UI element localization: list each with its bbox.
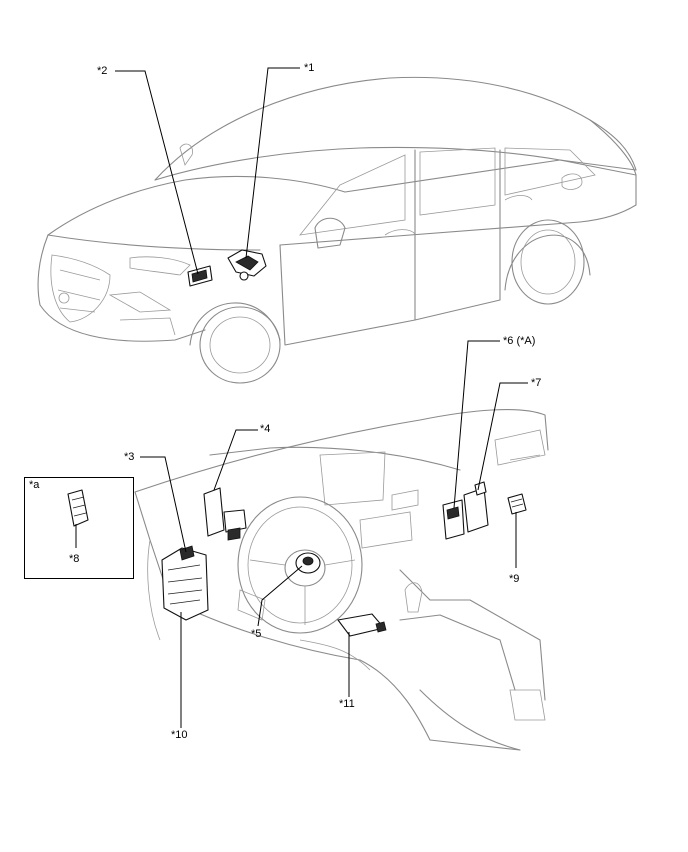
leader-2	[115, 70, 199, 275]
callout-7: *7	[531, 377, 542, 389]
car-exterior	[37, 76, 637, 384]
part-6-ecu	[442, 499, 465, 540]
part-7-ecu	[463, 481, 489, 533]
part-8-connector	[67, 489, 89, 527]
leader-4	[213, 429, 258, 491]
part-3-junction-block	[161, 545, 209, 621]
callout-10: *10	[171, 729, 188, 741]
dashboard-interior	[134, 409, 549, 751]
callout-5: *5	[251, 628, 262, 640]
part-11-airbag-sensor	[337, 613, 387, 637]
leader-3	[140, 456, 187, 553]
callout-1: *1	[304, 62, 315, 74]
leader-lines	[75, 67, 528, 728]
part-9-connector	[507, 493, 527, 515]
callout-8: *8	[69, 553, 80, 565]
leader-6	[453, 340, 500, 509]
leader-1	[245, 67, 300, 259]
part-5-spiral-cable	[295, 552, 321, 574]
inset-frame	[24, 477, 134, 579]
part-2-module	[187, 265, 213, 287]
leader-7	[477, 382, 528, 491]
leader-5	[257, 565, 303, 627]
callout-11: *11	[339, 698, 355, 710]
callout-6: *6 (*A)	[503, 335, 536, 347]
callout-3: *3	[124, 451, 135, 463]
part-1-assembly	[227, 249, 267, 281]
callout-a: *a	[29, 479, 40, 491]
callout-2: *2	[97, 65, 108, 77]
callout-9: *9	[509, 573, 520, 585]
part-4-module	[203, 487, 247, 541]
callout-4: *4	[260, 423, 271, 435]
